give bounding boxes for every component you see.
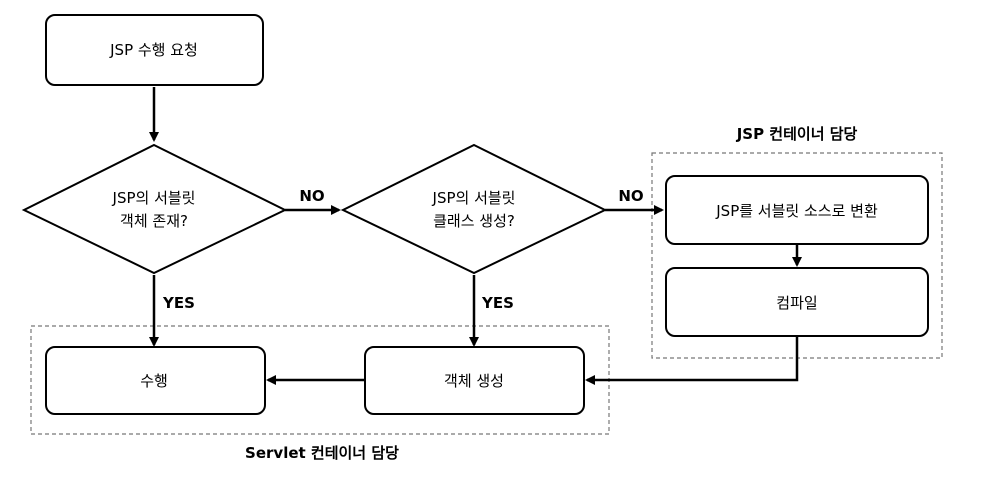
execute-node	[45, 346, 266, 415]
compile-node-label: 컴파일	[776, 294, 817, 312]
convert-node	[665, 175, 929, 245]
start-node-label: JSP 수행 요청	[109, 41, 198, 59]
compile-node	[665, 267, 929, 337]
convert-node-label: JSP를 서블릿 소스로 변환	[715, 202, 878, 220]
decision1-node	[21, 143, 288, 275]
start-node	[45, 14, 264, 86]
create-node	[364, 346, 585, 415]
decision2-line2: 클래스 생성?	[433, 212, 515, 230]
create-node-label: 객체 생성	[444, 372, 504, 390]
decision1-line2: 객체 존재?	[120, 212, 188, 230]
edge-label-d1-yes: YES	[162, 294, 195, 312]
decision1-line1: JSP의 서블릿	[112, 189, 196, 207]
edge-label-d2-yes: YES	[481, 294, 514, 312]
jsp-container-label: JSP 컨테이너 담당	[736, 125, 858, 143]
servlet-container-label: Servlet 컨테이너 담당	[245, 444, 399, 462]
decision2-node	[340, 143, 608, 275]
execute-node-label: 수행	[140, 372, 168, 390]
edge-label-d2-no: NO	[618, 187, 643, 205]
edge-label-d1-no: NO	[299, 187, 324, 205]
decision2-line1: JSP의 서블릿	[432, 189, 516, 207]
edge-compile-to-create	[585, 337, 799, 385]
